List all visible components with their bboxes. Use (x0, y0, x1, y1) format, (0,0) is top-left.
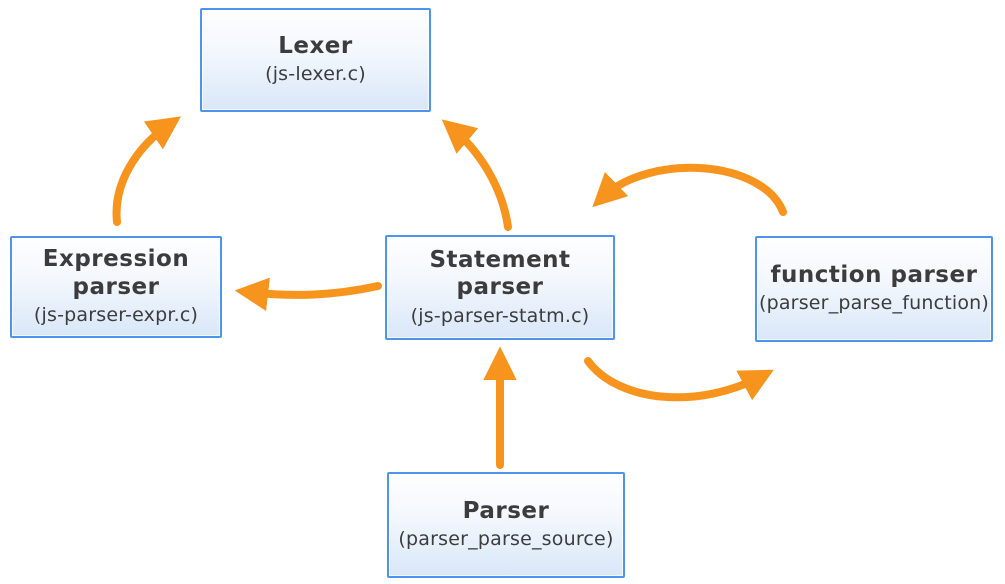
node-expression-parser-title: Expression parser (42, 246, 190, 300)
node-statement-parser-subtitle: (js-parser-statm.c) (410, 304, 590, 327)
arrow-expression-parser-to-lexer (112, 116, 182, 226)
node-function-parser-subtitle: (parser_parse_function) (758, 292, 990, 315)
arrow-statement-parser-to-lexer (441, 119, 512, 231)
node-lexer-subtitle: (js-lexer.c) (265, 63, 366, 86)
node-statement-parser-title: Statement parser (429, 246, 571, 301)
node-parser: Parser (parser_parse_source) (387, 472, 625, 578)
node-expression-parser: Expression parser (js-parser-expr.c) (10, 236, 222, 338)
arrow-statement-parser-to-expression-parser (234, 277, 382, 311)
arrow-function-parser-to-statement-parser (592, 163, 787, 216)
node-parser-subtitle: (parser_parse_source) (398, 528, 614, 551)
node-expression-parser-subtitle: (js-parser-expr.c) (33, 304, 199, 327)
node-function-parser-title: function parser (770, 261, 978, 288)
node-lexer: Lexer (js-lexer.c) (200, 8, 431, 112)
node-lexer-title: Lexer (278, 32, 353, 59)
node-function-parser: function parser (parser_parse_function) (755, 236, 993, 342)
node-parser-title: Parser (462, 497, 550, 524)
arrow-statement-parser-to-function-parser (584, 357, 774, 402)
node-statement-parser: Statement parser (js-parser-statm.c) (385, 235, 615, 340)
